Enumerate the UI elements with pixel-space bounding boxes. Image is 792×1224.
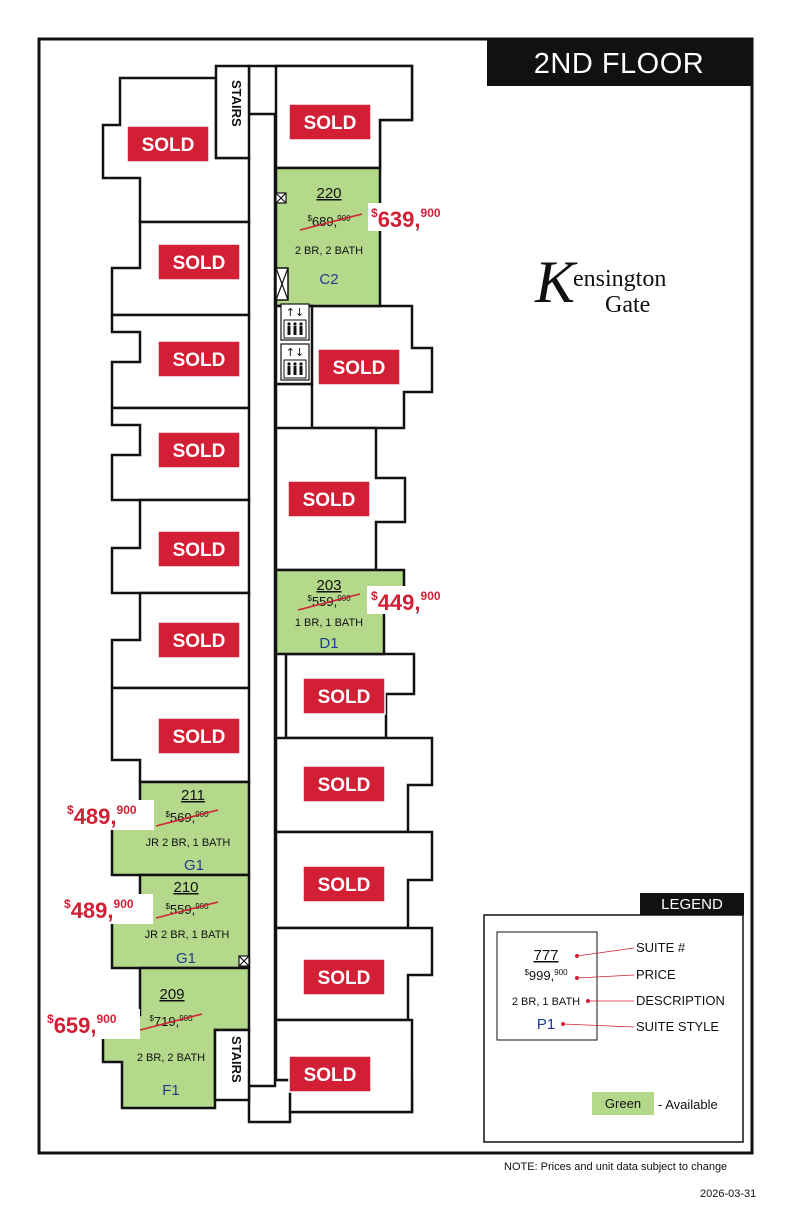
new-price: $449,900 bbox=[371, 589, 441, 615]
strike-line bbox=[297, 593, 361, 611]
elevator-icon: ↑↓ bbox=[280, 343, 310, 381]
duct-icon bbox=[238, 955, 250, 967]
unit-210: 210 $559,900 JR 2 BR, 1 BATH G1 $489,900 bbox=[61, 879, 229, 967]
new-price: $489,900 bbox=[67, 803, 137, 829]
svg-text:SOLD: SOLD bbox=[304, 113, 357, 134]
svg-text:SOLD: SOLD bbox=[318, 687, 371, 708]
sold-badge: SOLD bbox=[302, 958, 386, 996]
sold-badge: SOLD bbox=[302, 765, 386, 803]
legend-leader-lines bbox=[561, 947, 635, 1028]
strike-line bbox=[299, 213, 363, 231]
floor-title: 2ND FLOOR bbox=[487, 40, 751, 86]
svg-text:SOLD: SOLD bbox=[173, 540, 226, 561]
suite-style: D1 bbox=[319, 635, 338, 652]
svg-text:SOLD: SOLD bbox=[318, 775, 371, 796]
legend-title: LEGEND bbox=[640, 893, 744, 915]
suite-number: 209 bbox=[159, 986, 184, 1003]
suite-number: 220 bbox=[316, 185, 341, 202]
suite-number: 211 bbox=[181, 787, 205, 804]
legend-key: SUITE # bbox=[636, 940, 686, 955]
legend-suite: 777 bbox=[533, 947, 558, 964]
sold-badge: SOLD bbox=[302, 677, 386, 715]
unit-description: 2 BR, 2 BATH bbox=[137, 1052, 205, 1064]
suite-number: 203 bbox=[316, 577, 341, 594]
svg-text:SOLD: SOLD bbox=[318, 968, 371, 989]
svg-text:SOLD: SOLD bbox=[173, 253, 226, 274]
footer-date: 2026-03-31 bbox=[700, 1188, 757, 1200]
sold-badge: SOLD bbox=[287, 480, 371, 518]
svg-text:SOLD: SOLD bbox=[173, 631, 226, 652]
strike-line bbox=[139, 1013, 203, 1031]
legend-price: $999,900 bbox=[524, 968, 568, 983]
new-price-backdrop bbox=[61, 894, 153, 924]
stairs-label: STAIRS bbox=[229, 1036, 244, 1083]
unit-description: JR 2 BR, 1 BATH bbox=[146, 837, 231, 849]
new-price-backdrop bbox=[44, 1009, 140, 1039]
suite-number: 210 bbox=[173, 879, 198, 896]
svg-text:SOLD: SOLD bbox=[173, 350, 226, 371]
sold-badge: SOLD bbox=[157, 621, 241, 659]
legend-green-swatch bbox=[592, 1092, 654, 1115]
svg-text:SOLD: SOLD bbox=[303, 490, 356, 511]
stairs-bottom bbox=[213, 1028, 251, 1102]
suite-style: G1 bbox=[184, 857, 204, 874]
svg-text:SOLD: SOLD bbox=[173, 441, 226, 462]
duct-icon bbox=[275, 192, 287, 204]
logo-word1: ensington bbox=[573, 266, 667, 292]
svg-text:↑↓: ↑↓ bbox=[286, 346, 304, 359]
sold-badge: SOLD bbox=[317, 348, 401, 386]
suite-style: F1 bbox=[162, 1082, 180, 1099]
svg-text:SOLD: SOLD bbox=[333, 358, 386, 379]
svg-text:SOLD: SOLD bbox=[318, 875, 371, 896]
sold-badge: SOLD bbox=[288, 103, 372, 141]
legend-swatch-label: Green bbox=[605, 1096, 641, 1111]
new-price: $639,900 bbox=[371, 206, 441, 232]
legend-style: P1 bbox=[537, 1016, 555, 1033]
unit-220: 220 $689,900 2 BR, 2 BATH C2 $639,900 bbox=[295, 185, 456, 288]
unit-211: 211 $569,900 JR 2 BR, 1 BATH G1 $489,900 bbox=[64, 787, 230, 874]
strike-line bbox=[155, 809, 219, 827]
legend-key: DESCRIPTION bbox=[636, 993, 725, 1008]
elevator-icon: ↑↓ bbox=[280, 303, 310, 341]
sold-badge: SOLD bbox=[157, 431, 241, 469]
sold-badge: SOLD bbox=[288, 1055, 372, 1093]
legend-key: SUITE STYLE bbox=[636, 1019, 719, 1034]
sold-badge: SOLD bbox=[302, 865, 386, 903]
new-price-backdrop bbox=[367, 586, 457, 614]
svg-text:SOLD: SOLD bbox=[142, 135, 195, 156]
svg-text:SOLD: SOLD bbox=[304, 1065, 357, 1086]
sold-badge: SOLD bbox=[157, 340, 241, 378]
sold-badge: SOLD bbox=[126, 125, 210, 163]
unit-220-outline bbox=[274, 166, 382, 308]
sold-badge: SOLD bbox=[157, 530, 241, 568]
new-price-backdrop bbox=[64, 800, 154, 830]
new-price-backdrop bbox=[368, 203, 456, 231]
suite-style: C2 bbox=[319, 271, 338, 288]
sold-badge: SOLD bbox=[157, 717, 241, 755]
sold-badge: SOLD bbox=[157, 243, 241, 281]
strike-line bbox=[155, 901, 219, 919]
legend: 777 $999,900 2 BR, 1 BATH P1 SUITE # PRI… bbox=[483, 914, 744, 1143]
logo-initial: K bbox=[535, 249, 576, 315]
suite-style: G1 bbox=[176, 950, 196, 967]
unit-description: 1 BR, 1 BATH bbox=[295, 617, 363, 629]
unit-description: JR 2 BR, 1 BATH bbox=[145, 929, 230, 941]
footer-note: NOTE: Prices and unit data subject to ch… bbox=[504, 1161, 728, 1173]
new-price: $659,900 bbox=[47, 1012, 117, 1038]
legend-key: PRICE bbox=[636, 967, 676, 982]
logo-word2: Gate bbox=[605, 292, 651, 318]
new-price: $489,900 bbox=[64, 897, 134, 923]
unit-209: 209 $719,900 2 BR, 2 BATH F1 $659,900 bbox=[44, 986, 205, 1099]
svg-text:↑↓: ↑↓ bbox=[286, 306, 304, 319]
unit-203: 203 $559,900 1 BR, 1 BATH D1 $449,900 bbox=[295, 577, 457, 652]
page-frame bbox=[37, 37, 754, 1155]
stairs-top bbox=[214, 64, 251, 160]
legend-description: 2 BR, 1 BATH bbox=[512, 996, 580, 1008]
stairs-label: STAIRS bbox=[229, 80, 244, 127]
legend-swatch-text: - Available bbox=[658, 1097, 718, 1112]
shaft-icon bbox=[275, 267, 289, 301]
svg-text:SOLD: SOLD bbox=[173, 727, 226, 748]
unit-description: 2 BR, 2 BATH bbox=[295, 245, 363, 257]
